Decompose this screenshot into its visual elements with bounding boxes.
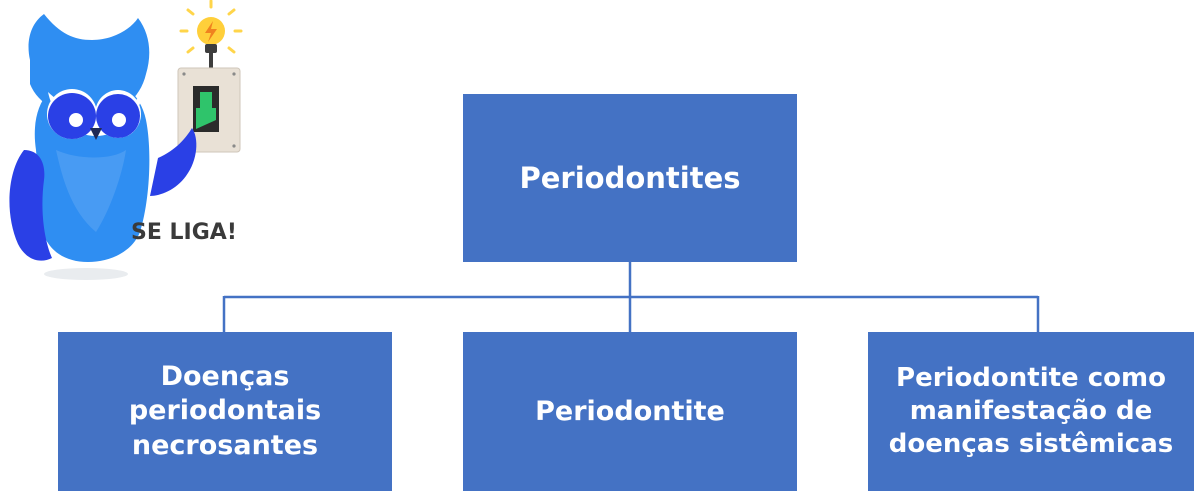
mascot-caption: SE LIGA!	[131, 220, 237, 245]
root-node-box: Periodontites	[463, 94, 797, 262]
child-node-label-line: manifestação de	[909, 395, 1153, 426]
child-node-label-line: Doenças	[160, 361, 290, 393]
child-node-label-line: periodontais	[128, 395, 322, 427]
owl-body	[9, 14, 197, 263]
root-node-label: Periodontites	[519, 161, 741, 195]
owl-mascot-icon	[9, 0, 243, 280]
child-node-box-systemic: Periodontite como manifestação de doença…	[868, 332, 1194, 491]
child-node-label-line: doenças sistêmicas	[888, 429, 1174, 460]
light-bulb-icon	[179, 0, 243, 68]
child-node-label-line: Periodontite como	[896, 362, 1166, 393]
child-node-label-line: Periodontite	[535, 396, 725, 427]
child-node-label-line: necrosantes	[131, 429, 319, 461]
mascot-shadow	[44, 268, 128, 280]
child-node-box-necrotizing: Doenças periodontais necrosantes	[58, 332, 392, 491]
child-node-box-periodontitis: Periodontite	[463, 332, 797, 491]
